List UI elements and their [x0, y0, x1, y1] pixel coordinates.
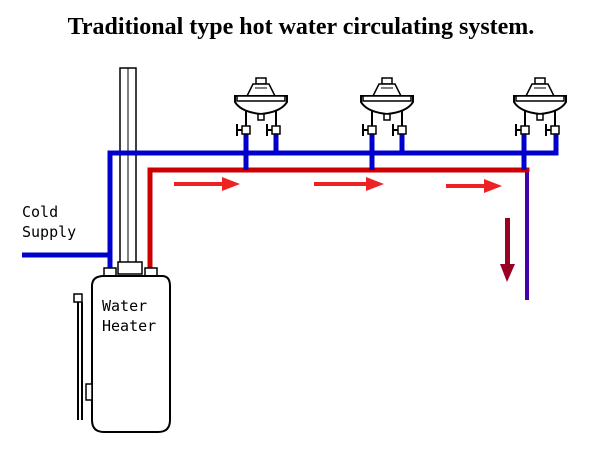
flow-arrow-icon — [446, 179, 502, 193]
cold-label-line-2: Supply — [22, 223, 77, 241]
shutoff-valve-icon — [515, 124, 530, 136]
heater-tank — [91, 275, 171, 433]
sink-faucet-icon — [360, 77, 414, 136]
shutoff-valve-icon — [266, 124, 281, 136]
sink-faucet-icon — [513, 77, 567, 136]
heater-top-fitting — [117, 261, 143, 275]
cold-water-pipes — [22, 130, 559, 300]
flow-arrow-icon — [174, 177, 240, 191]
shutoff-valve-icon — [392, 124, 407, 136]
flow-arrows — [174, 177, 502, 193]
shutoff-valve-icon — [362, 124, 377, 136]
hot-water-pipes — [147, 130, 530, 270]
heater-label-line-2: Heater — [102, 317, 157, 335]
fixtures — [234, 77, 567, 136]
shutoff-valve-icon — [545, 124, 560, 136]
sink-faucet-icon — [234, 77, 288, 136]
water-heater — [73, 261, 171, 433]
relief-valve-pipe — [73, 293, 93, 420]
hot-main-pipe — [147, 167, 530, 270]
shutoff-valve-icon — [236, 124, 251, 136]
flow-arrow-icon — [314, 177, 384, 191]
cold-supply-label: Cold Supply — [22, 202, 76, 242]
diagram-title: Traditional type hot water circulating s… — [67, 14, 535, 40]
vent-pipe — [119, 67, 137, 269]
cold-main-pipe — [22, 130, 559, 258]
water-heater-label: Water Heater — [102, 296, 156, 336]
cold-label-line-1: Cold — [22, 203, 59, 221]
return-arrow-icon — [500, 218, 515, 282]
heater-label-line-1: Water — [102, 297, 148, 315]
